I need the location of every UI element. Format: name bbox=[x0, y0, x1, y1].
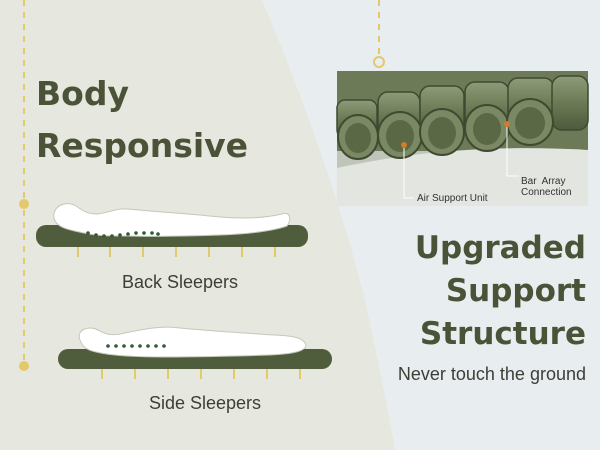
side-sleepers-label: Side Sleepers bbox=[148, 393, 262, 413]
heading-structure: Structure bbox=[419, 316, 586, 352]
left-dotted-guide bbox=[19, 0, 29, 371]
side-sleeper-illustration bbox=[58, 326, 332, 379]
callout-air-support: Air Support Unit bbox=[417, 193, 488, 204]
heading-upgraded: Upgraded bbox=[414, 230, 586, 266]
callout-bar-array-line2: Connection bbox=[521, 187, 572, 198]
back-sleeper-illustration bbox=[36, 203, 308, 257]
callout-bar-array-line1: Bar Array bbox=[521, 176, 565, 187]
heading-body: Body bbox=[36, 74, 129, 113]
back-sleepers-label: Back Sleepers bbox=[121, 272, 239, 292]
heading-responsive: Responsive bbox=[36, 126, 249, 165]
tagline: Never touch the ground bbox=[397, 364, 586, 384]
photo-connector bbox=[373, 0, 385, 68]
tube-structure-photo: Air Support Unit Bar Array Connection bbox=[336, 71, 589, 206]
heading-support: Support bbox=[445, 273, 586, 309]
